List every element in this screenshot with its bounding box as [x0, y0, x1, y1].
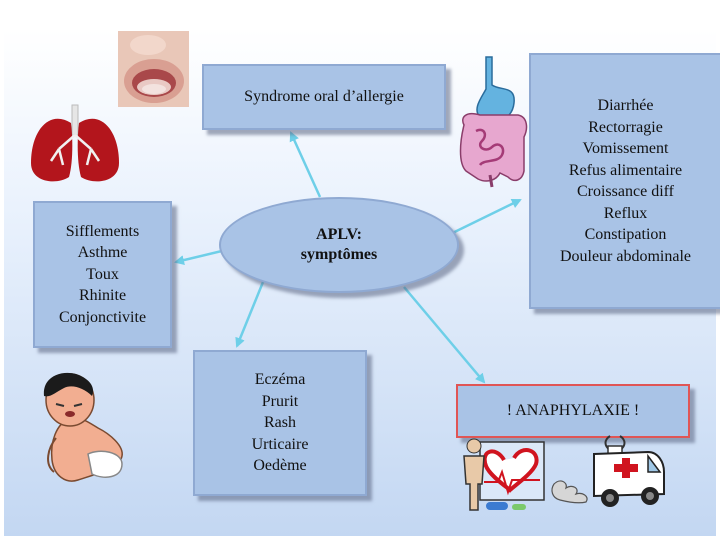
digestive-item: Rectorragie: [588, 118, 663, 136]
skin-item: Oedème: [253, 457, 307, 475]
skin-item: Urticaire: [251, 435, 309, 453]
respiratory-symptoms-box: Sifflements Asthme Toux Rhinite Conjonct…: [33, 201, 172, 348]
arrow-to-anaphylaxis: [403, 286, 486, 384]
skin-item: Prurit: [261, 392, 299, 410]
arrow-to-skin: [235, 281, 265, 348]
digestive-item: Diarrhée: [597, 97, 654, 114]
ambulance-icon: [551, 435, 665, 507]
crying-baby-icon: [43, 372, 123, 482]
skin-item: Rash: [264, 414, 296, 432]
center-title: APLV:: [316, 226, 362, 243]
digestive-symptoms-box: Diarrhée Rectorragie Vomissement Refus a…: [529, 53, 720, 309]
arrow-to-respiratory: [174, 248, 227, 265]
respiratory-item: Conjonctivite: [58, 308, 147, 326]
digestive-item: Reflux: [603, 204, 648, 222]
respiratory-item: Asthme: [77, 244, 128, 262]
digestive-item: Refus alimentaire: [568, 161, 683, 179]
arrow-to-oral: [289, 131, 322, 198]
oral-allergy-text: Syndrome oral d’allergie: [244, 88, 404, 106]
heart-monitor-icon: [463, 438, 545, 511]
baby-mouth-photo: [118, 31, 189, 107]
respiratory-item: Rhinite: [78, 287, 127, 305]
skin-symptoms-box: Eczéma Prurit Rash Urticaire Oedème: [193, 350, 367, 496]
oral-allergy-box: Syndrome oral d’allergie: [202, 64, 446, 130]
center-subtitle: symptômes: [300, 246, 378, 263]
digestive-item: Douleur abdominale: [559, 247, 692, 265]
respiratory-item: Sifflements: [65, 222, 140, 240]
anaphylaxis-alert-box: ! ANAPHYLAXIE !: [456, 384, 690, 438]
lungs-icon: [31, 104, 119, 182]
anaphylaxis-text: ! ANAPHYLAXIE !: [506, 402, 640, 419]
skin-item: Eczéma: [254, 371, 306, 389]
center-symptoms-ellipse: APLV: symptômes: [219, 197, 459, 293]
respiratory-item: Toux: [86, 265, 119, 283]
digestive-item: Constipation: [584, 226, 667, 243]
digestive-item: Vomissement: [582, 140, 669, 157]
digestive-item: Croissance diff: [576, 183, 674, 200]
digestive-system-icon: [459, 56, 528, 188]
